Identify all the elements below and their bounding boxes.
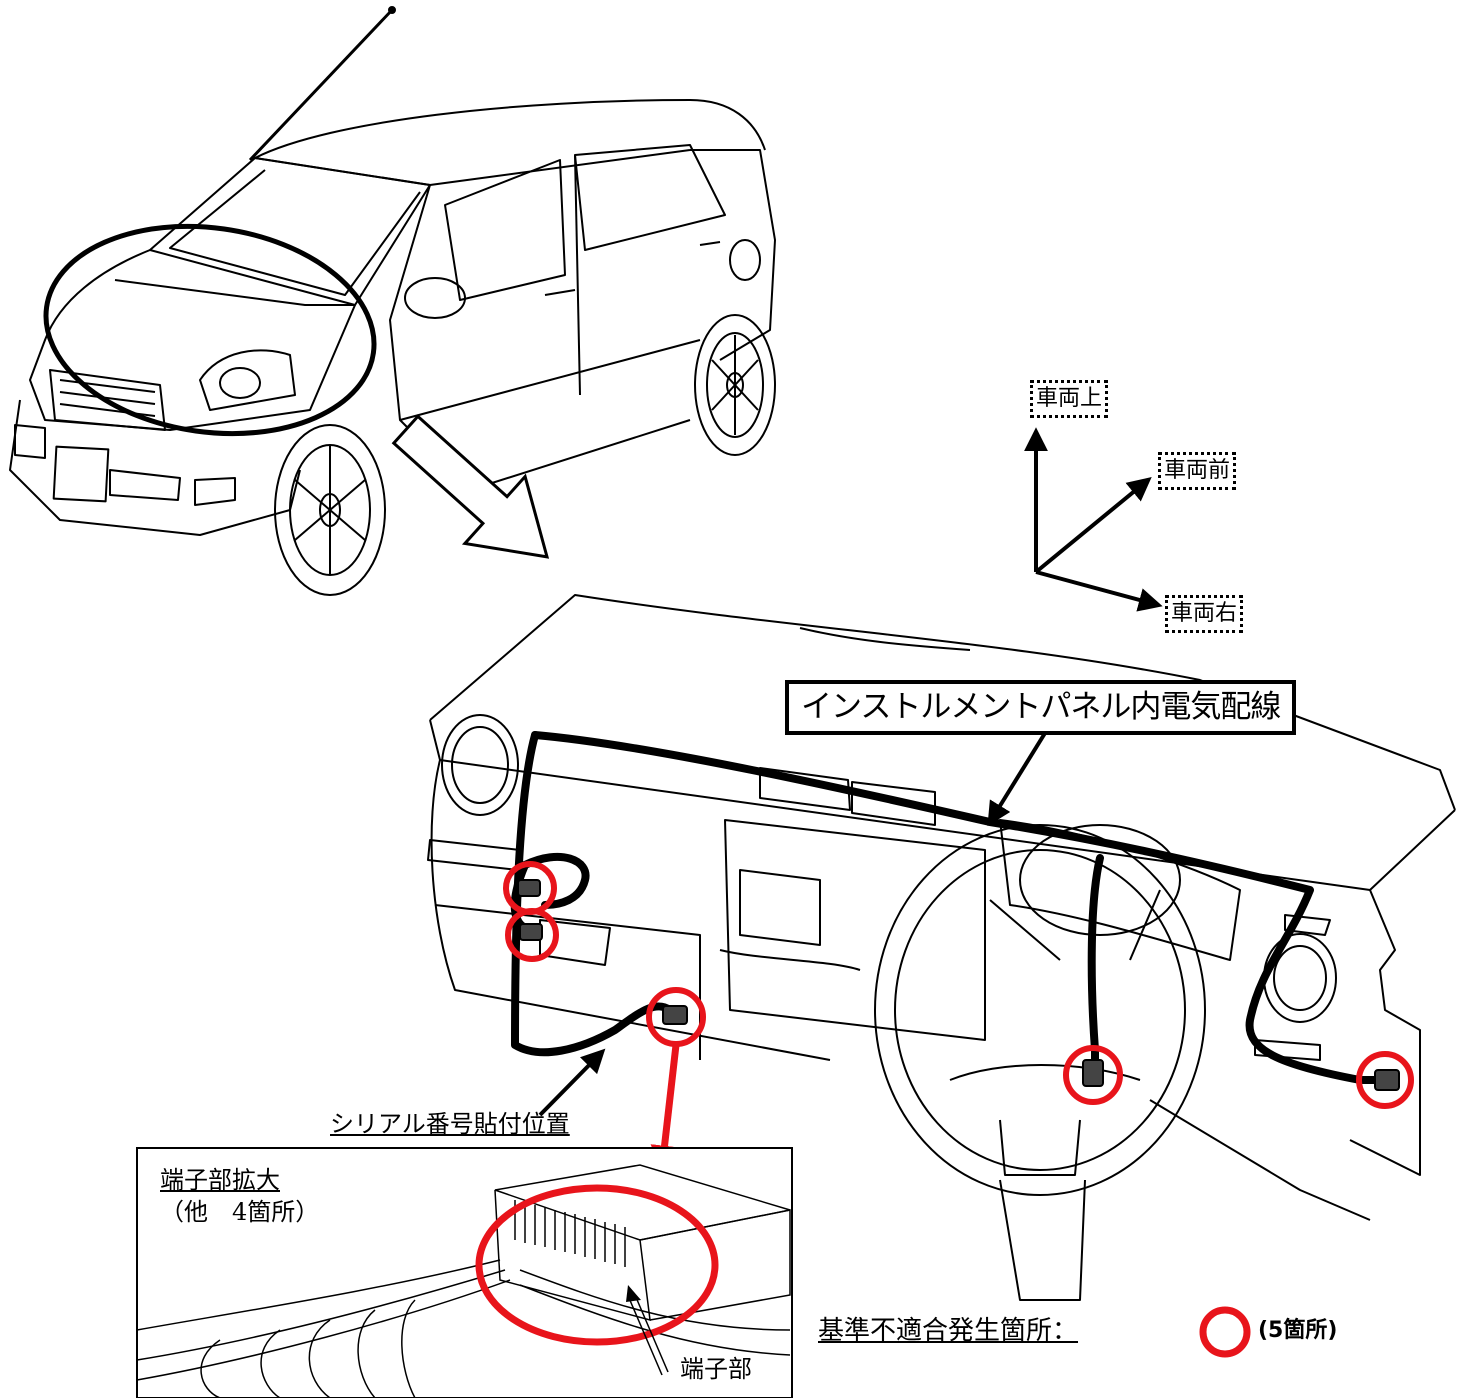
front-focus-ellipse	[43, 223, 377, 437]
terminal-label: 端子部	[680, 1355, 752, 1383]
panel-title: インストルメントパネル内電気配線	[785, 680, 1297, 735]
serial-label: シリアル番号貼付位置	[330, 1110, 570, 1138]
dashboard-illustration	[427, 594, 1456, 1301]
legend-marker-icon	[1199, 1306, 1251, 1358]
legend-label: 基準不適合発生箇所：	[818, 1316, 1079, 1346]
wiring-harness	[510, 731, 1389, 1084]
legend-count: (5箇所)	[1258, 1318, 1338, 1343]
harness-top-run	[531, 731, 994, 826]
title-callout-arrow	[987, 723, 1052, 827]
direction-up-label: 車両上	[1030, 380, 1109, 418]
car-illustration	[9, 6, 776, 596]
antenna	[248, 8, 394, 162]
direction-front-label: 車両前	[1158, 452, 1237, 490]
connectors	[517, 879, 1400, 1091]
inset-panel	[136, 1147, 793, 1398]
serial-callout-arrow	[538, 1048, 606, 1117]
zoom-arrow	[391, 414, 550, 559]
inset-subtitle: （他 4箇所）	[160, 1198, 320, 1226]
inset-title: 端子部拡大	[160, 1166, 280, 1194]
defect-markers	[503, 861, 1414, 1109]
terminal-arrow	[634, 1294, 669, 1373]
direction-right-label: 車両右	[1165, 595, 1244, 633]
direction-axes	[1024, 427, 1163, 612]
terminal-highlight	[475, 1184, 719, 1346]
